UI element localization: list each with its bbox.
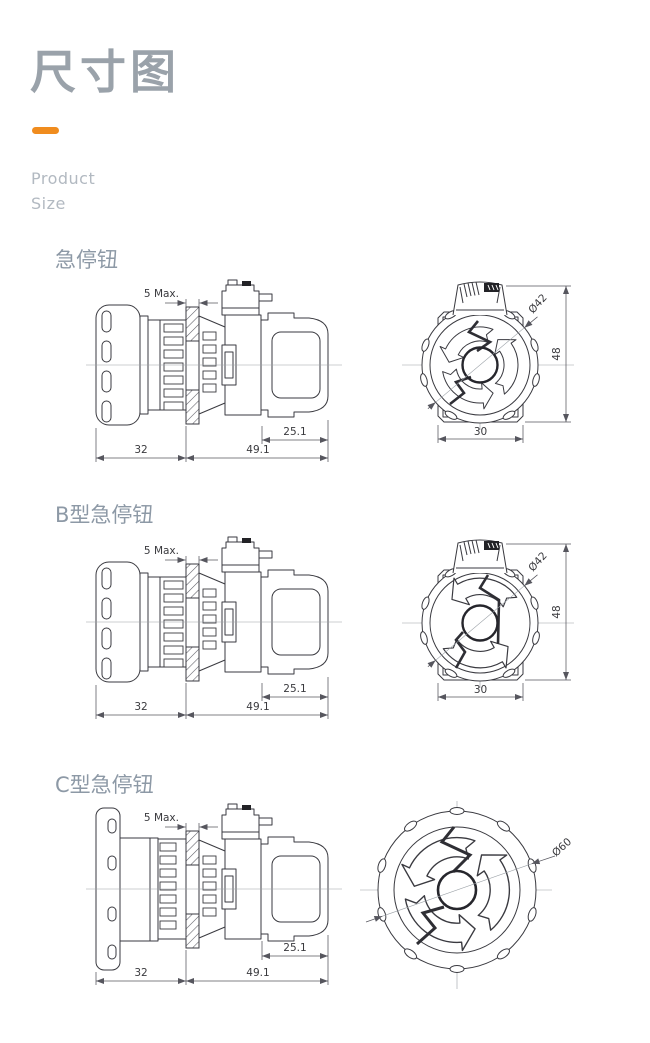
- section-heading-estop: 急停钮: [55, 248, 118, 272]
- dim-label-diameter: Ø60: [550, 836, 574, 859]
- dim-contact-depth: [261, 935, 329, 960]
- release-mark: [454, 631, 467, 669]
- front-view-c-estop: Ø60: [360, 801, 574, 989]
- center-hole: [436, 869, 478, 911]
- terminal-block: [452, 281, 508, 316]
- dim-label-head-depth: 32: [134, 444, 147, 456]
- dim-height: [506, 543, 571, 681]
- dim-label-contact-depth: 25.1: [283, 942, 306, 954]
- eyebrow-size: Size: [31, 194, 66, 213]
- dim-diameter-leader: [427, 316, 538, 410]
- dim-label-height: 48: [551, 605, 563, 618]
- release-mark: [466, 320, 493, 353]
- page-title: 尺寸图: [30, 45, 180, 99]
- center-hole: [461, 346, 499, 384]
- terminal-block: [452, 539, 508, 574]
- accent-dash: [32, 127, 59, 134]
- dim-contact-depth: [261, 420, 329, 444]
- front-view-b-estop: Ø42 48 30: [402, 539, 574, 701]
- dim-depths: [95, 950, 329, 985]
- dim-label-head-depth: 32: [134, 701, 147, 713]
- side-view-b-estop: 5 Max. 25.1 32 49.1: [86, 536, 342, 719]
- dim-width: [437, 683, 524, 701]
- dim-label-width: 30: [474, 426, 487, 438]
- side-view-c-estop: 5 Max. 25.1 32 49.1: [86, 803, 342, 985]
- dim-contact-depth: [261, 677, 329, 701]
- eyebrow-product: Product: [31, 169, 96, 188]
- section-heading-b-estop: B型急停钮: [55, 503, 154, 527]
- center-hole: [461, 604, 499, 642]
- release-mark: [439, 826, 473, 874]
- dim-label-contact-depth: 25.1: [283, 426, 306, 438]
- dim-label-diameter: Ø42: [526, 550, 549, 574]
- dim-label-panel-max: 5 Max.: [144, 545, 179, 557]
- dim-panel-thickness: [165, 299, 218, 307]
- dim-label-panel-max: 5 Max.: [144, 288, 179, 300]
- dim-panel-thickness: [165, 556, 218, 564]
- side-view-estop: 5 Max. 25.1 32 49.1: [86, 279, 342, 462]
- front-view-estop: Ø42 48 30: [402, 281, 574, 443]
- dim-label-contact-depth: 25.1: [283, 683, 306, 695]
- dim-depths: [95, 426, 329, 462]
- dim-width: [437, 425, 524, 443]
- dim-panel-thickness: [165, 823, 218, 831]
- dim-height: [506, 285, 571, 423]
- dim-label-body-depth: 49.1: [246, 967, 269, 979]
- dim-label-height: 48: [551, 347, 563, 360]
- dim-label-diameter: Ø42: [526, 292, 549, 316]
- dim-label-panel-max: 5 Max.: [144, 812, 179, 824]
- dim-diameter-leader: [365, 855, 556, 923]
- dim-label-body-depth: 49.1: [246, 444, 269, 456]
- release-mark: [416, 905, 445, 946]
- release-mark: [449, 375, 472, 406]
- dim-label-width: 30: [474, 684, 487, 696]
- dim-label-body-depth: 49.1: [246, 701, 269, 713]
- dim-depths: [95, 683, 329, 719]
- section-heading-c-estop: C型急停钮: [55, 773, 154, 797]
- dim-diameter-leader: [427, 574, 538, 668]
- dim-label-head-depth: 32: [134, 967, 147, 979]
